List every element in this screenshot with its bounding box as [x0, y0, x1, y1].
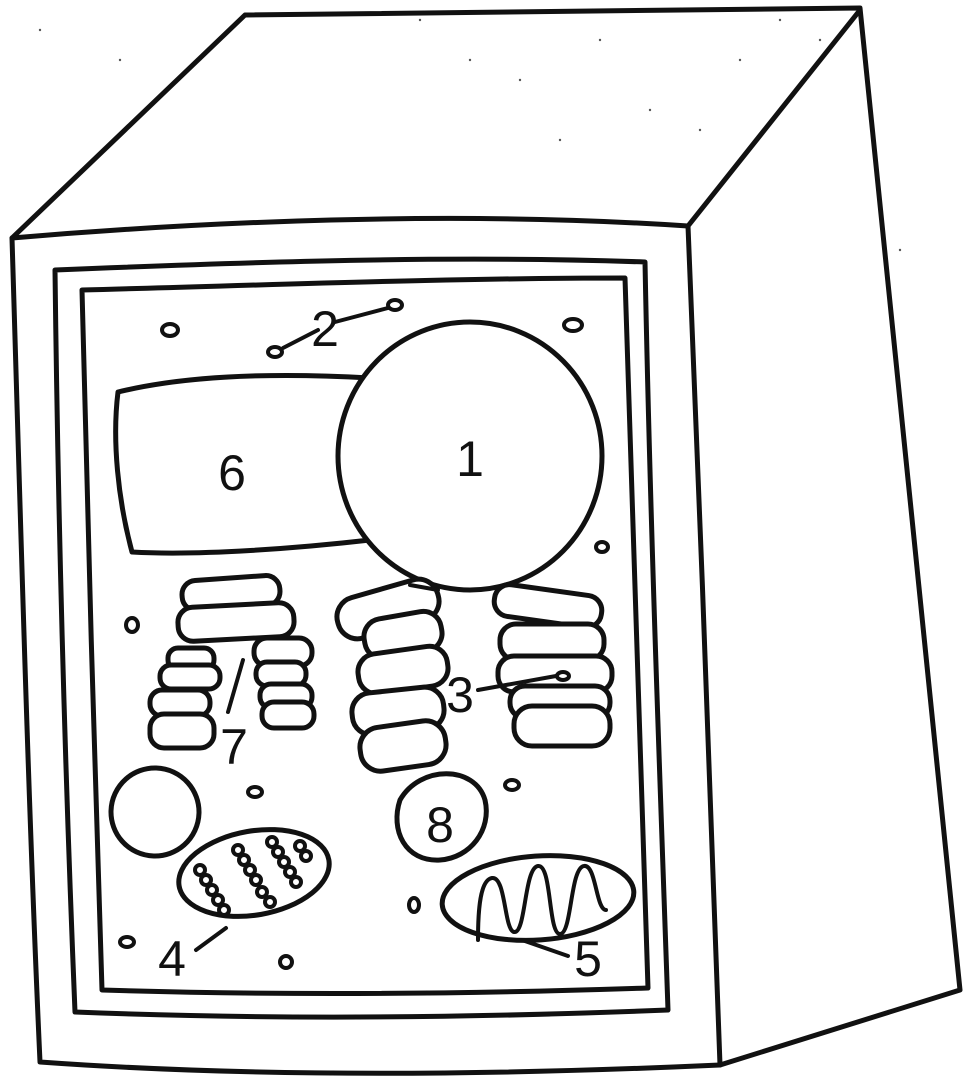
label-8: 8	[426, 797, 454, 853]
mitochondrion	[439, 849, 636, 956]
golgi-center	[332, 574, 450, 773]
label-7: 7	[220, 719, 248, 775]
rough-er	[172, 818, 336, 950]
label-4: 4	[158, 931, 186, 987]
label-3: 3	[446, 667, 474, 723]
golgi-right	[478, 583, 612, 746]
label-6: 6	[218, 445, 246, 501]
label-2: 2	[311, 301, 339, 357]
label-1: 1	[456, 431, 484, 487]
label-5: 5	[574, 931, 602, 987]
